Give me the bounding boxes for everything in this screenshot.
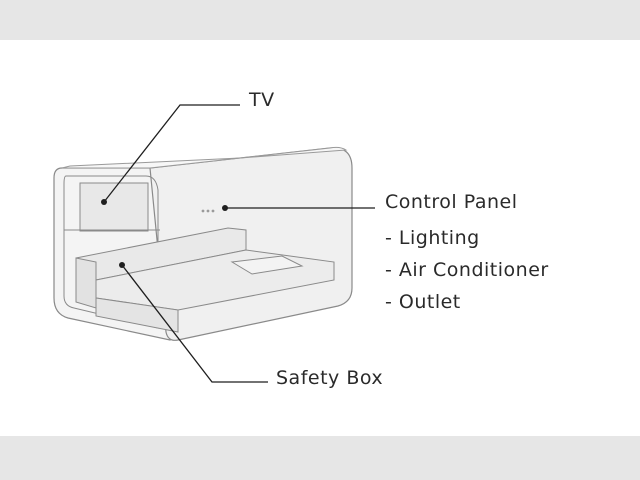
feature-item-lighting: - Lighting xyxy=(385,227,480,249)
tv-leader-dot xyxy=(101,199,107,205)
control-panel-feature-list: - Lighting - Air Conditioner - Outlet xyxy=(385,229,549,325)
control-panel-label: Control Panel xyxy=(385,191,518,213)
control-panel-dot xyxy=(201,209,205,213)
tv-label: TV xyxy=(249,89,275,111)
control-panel-dot xyxy=(211,209,215,213)
bed-front-edge xyxy=(95,297,179,333)
cabin-roof xyxy=(61,146,348,169)
feature-item-outlet: - Outlet xyxy=(385,291,461,313)
control-panel-dot xyxy=(206,209,210,213)
safety-box-block xyxy=(75,257,97,309)
pillow xyxy=(230,255,304,275)
safety-box-leader-line xyxy=(121,264,268,383)
cabin-illustration xyxy=(53,104,375,383)
diagram-canvas: TV Control Panel - Lighting - Air Condit… xyxy=(0,40,640,436)
cabin-inner-frame xyxy=(63,175,159,329)
feature-item-air-conditioner: - Air Conditioner xyxy=(385,259,549,281)
safety-box-leader-dot xyxy=(119,262,125,268)
control-panel-leader-dot xyxy=(222,205,228,211)
safety-box-label: Safety Box xyxy=(276,367,384,389)
tv-leader-line xyxy=(103,104,240,203)
tv-screen xyxy=(79,182,149,232)
